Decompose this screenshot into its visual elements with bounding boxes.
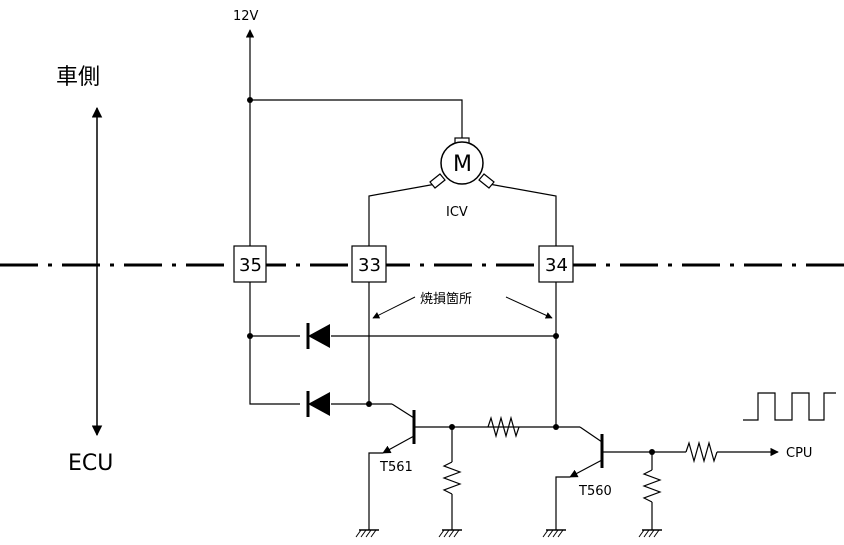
- motor-icon: [429, 137, 495, 189]
- cpu-label: CPU: [786, 446, 812, 461]
- ground-icon: [542, 529, 566, 538]
- svg-text:34: 34: [545, 255, 568, 276]
- connector-pin-33: 33: [351, 245, 387, 283]
- ground-icon: [355, 529, 379, 538]
- burn-arrow-left: [372, 296, 416, 319]
- ground-icon: [438, 529, 462, 538]
- resistor-pulldown-1-icon: [442, 424, 462, 530]
- svg-text:33: 33: [358, 255, 381, 276]
- ecu-side-wiring: [247, 282, 559, 427]
- vehicle-side-wiring: [247, 97, 557, 255]
- vehicle-side-label: 車側: [56, 65, 100, 90]
- resistor-pulldown-2-icon: [642, 449, 662, 530]
- diode-lower-icon: [306, 391, 330, 417]
- connector-pin-35: 35: [233, 245, 267, 283]
- svg-text:35: 35: [239, 255, 262, 276]
- transistor-t561-icon: [368, 403, 556, 530]
- motor-name-label: ICV: [446, 205, 468, 220]
- pulse-signal-icon: [743, 392, 836, 421]
- supply-label: 12V: [233, 9, 259, 24]
- burn-location-label: 焼損箇所: [420, 291, 472, 307]
- motor-symbol-label: M: [453, 152, 472, 177]
- resistor-base-1-icon: [487, 415, 520, 439]
- ecu-side-label: ECU: [68, 451, 113, 476]
- resistor-base-2-icon: [685, 440, 779, 464]
- transistor-t561-label: T561: [379, 460, 413, 475]
- diode-upper-icon: [306, 323, 330, 349]
- transistor-t560-label: T560: [578, 484, 612, 499]
- burn-arrow-right: [505, 296, 553, 319]
- ground-icon: [638, 529, 662, 538]
- connector-pin-34: 34: [538, 245, 574, 283]
- transistor-t560-icon: [553, 424, 686, 530]
